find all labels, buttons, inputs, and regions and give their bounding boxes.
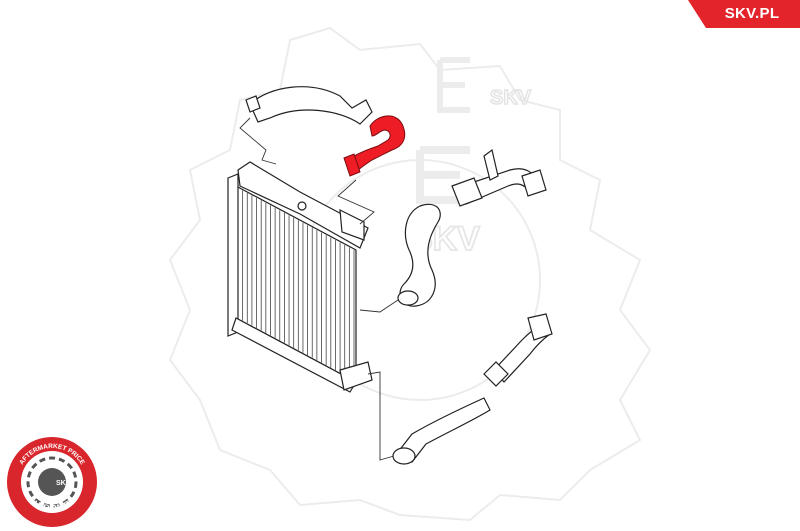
lower-hose [392, 397, 491, 465]
lower-metal-pipe [483, 313, 553, 387]
intercooler-radiator [227, 161, 373, 393]
watermark-letter-e-2 [416, 146, 470, 204]
radiator-inlet-stub [339, 208, 365, 241]
middle-hose [397, 203, 441, 307]
callout-lines [239, 117, 399, 461]
radiator-fins [237, 188, 355, 380]
brand-tab-shape [688, 0, 800, 28]
radiator-outlet-stub [339, 361, 373, 391]
callout-middle-hose [359, 299, 399, 313]
seal-logo: AFTERMARKET PRICE AUTO PARTS SKV [7, 437, 97, 527]
red-pipe-end [343, 153, 361, 177]
seal-gear-hub [38, 468, 66, 496]
highlighted-intercooler-pipe [343, 115, 406, 177]
metal-pipe-end [521, 169, 547, 197]
lower-hose-end [392, 447, 416, 465]
metal-pipe-clamp [451, 177, 483, 207]
brand-site-label: SKV.PL [724, 5, 780, 22]
metal-pipe-bracket [483, 148, 499, 181]
middle-hose-body [399, 203, 441, 307]
radiator-bottom-tank [231, 317, 357, 393]
callout-red-pipe [337, 179, 375, 225]
middle-hose-end [397, 290, 419, 306]
callout-lower-hose [367, 371, 395, 461]
upper-hose-clamp [245, 95, 261, 113]
lower-pipe-end [527, 313, 553, 341]
upper-hose-body [249, 86, 373, 125]
watermark-text-top: SKV [490, 87, 532, 109]
seal-center-text: SKV [56, 480, 71, 487]
watermark-letter-e [437, 57, 470, 113]
brand-tab[interactable]: SKV.PL [688, 0, 800, 28]
watermark-gear-outline [168, 26, 652, 522]
seal-gear-icon [26, 456, 78, 508]
radiator-side-tank-left [227, 173, 239, 337]
right-metal-pipe [451, 148, 547, 207]
callout-upper-hose [239, 117, 277, 165]
lower-pipe-clamp [483, 361, 509, 387]
radiator-sensor [297, 201, 307, 211]
upper-hose [245, 86, 373, 125]
